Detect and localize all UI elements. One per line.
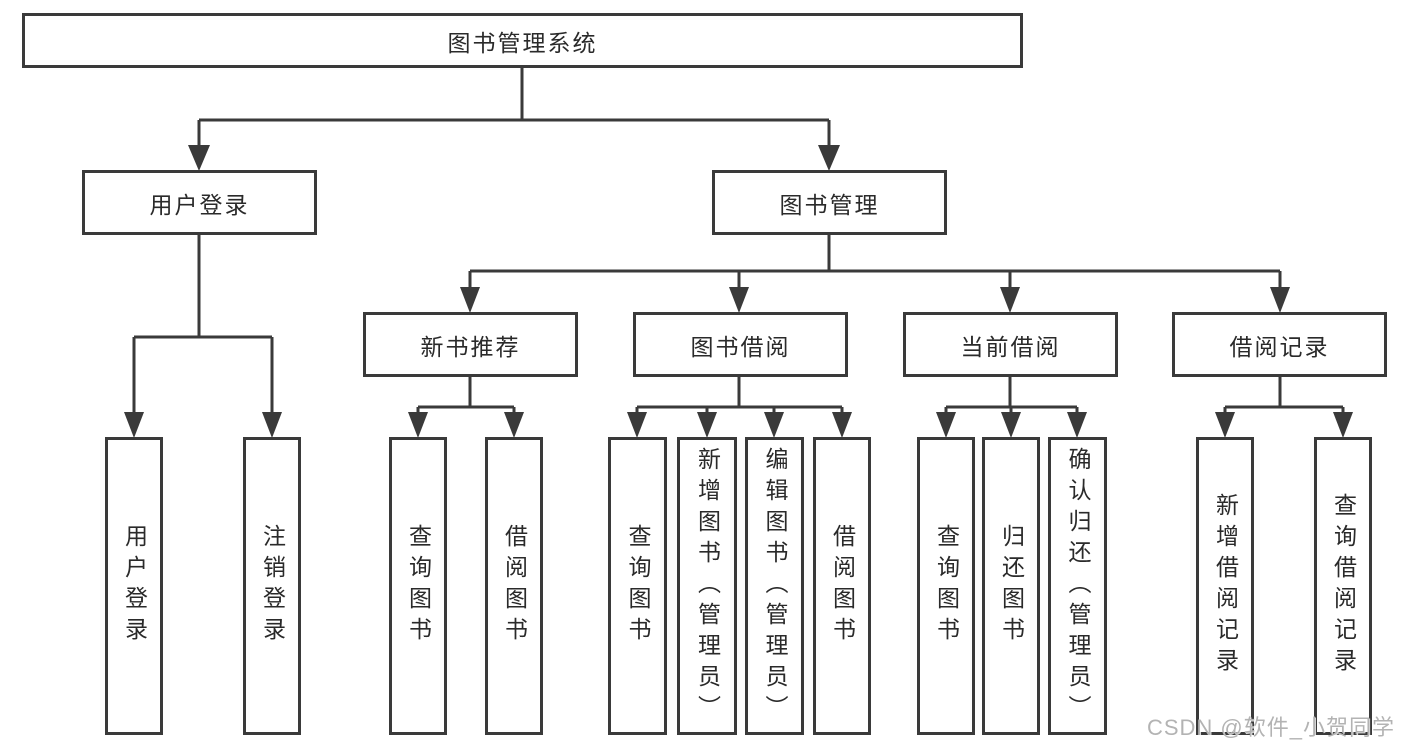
connector-records-to-leaves: [1215, 377, 1353, 438]
leaf-query-books-recommend: 查询图书: [389, 437, 447, 735]
node-new-book-recommendation: 新书推荐: [363, 312, 578, 377]
node-label: 借阅记录: [1229, 333, 1330, 360]
leaf-add-books-admin: 新增图书（管理员）: [677, 437, 737, 735]
leaf-label: 借阅图书: [501, 524, 528, 648]
leaf-label: 用户登录: [121, 524, 148, 648]
leaf-label: 新增借阅记录: [1212, 493, 1239, 679]
leaf-borrow-books-recommend: 借阅图书: [485, 437, 543, 735]
leaf-label: 查询图书: [625, 524, 651, 648]
csdn-watermark: CSDN @软件_小贺同学: [1146, 715, 1395, 740]
connector-root-to-level2: [188, 68, 840, 171]
leaf-label: 借阅图书: [829, 524, 856, 648]
node-root-library-management-system: 图书管理系统: [22, 13, 1023, 68]
leaf-borrow-books-borrowing: 借阅图书: [813, 437, 871, 735]
node-user-login: 用户登录: [82, 170, 317, 235]
connector-newbook-to-leaves: [408, 377, 524, 438]
leaf-label: 归还图书: [998, 524, 1025, 648]
node-label: 新书推荐: [420, 333, 521, 360]
node-book-management: 图书管理: [712, 170, 947, 235]
connector-bookmgmt-to-level3: [460, 235, 1290, 313]
leaf-label: 新增图书（管理员）: [694, 446, 721, 726]
leaf-add-borrowing-record: 新增借阅记录: [1196, 437, 1254, 735]
connector-currentborrow-to-leaves: [936, 377, 1087, 438]
leaf-label: 查询借阅记录: [1330, 493, 1357, 679]
leaf-label: 查询图书: [405, 524, 432, 648]
node-borrowing-records: 借阅记录: [1172, 312, 1387, 377]
node-label: 图书管理系统: [447, 29, 598, 56]
leaf-label: 编辑图书（管理员）: [762, 446, 788, 726]
leaf-edit-books-admin: 编辑图书（管理员）: [745, 437, 804, 735]
node-label: 图书借阅: [690, 333, 791, 360]
leaf-logout-login: 注销登录: [243, 437, 301, 735]
leaf-query-borrowing-record: 查询借阅记录: [1314, 437, 1372, 735]
leaf-label: 确认归还（管理员）: [1065, 446, 1091, 726]
node-label: 图书管理: [779, 191, 880, 218]
leaf-query-books-current: 查询图书: [917, 437, 975, 735]
node-label: 用户登录: [149, 191, 250, 218]
node-label: 当前借阅: [960, 333, 1061, 360]
leaf-label: 注销登录: [259, 524, 286, 648]
leaf-user-login: 用户登录: [105, 437, 163, 735]
node-current-borrowing: 当前借阅: [903, 312, 1118, 377]
node-book-borrowing: 图书借阅: [633, 312, 848, 377]
connector-bookborrow-to-leaves: [627, 377, 852, 438]
leaf-return-books: 归还图书: [982, 437, 1040, 735]
leaf-query-books-borrowing: 查询图书: [608, 437, 667, 735]
leaf-label: 查询图书: [933, 524, 960, 648]
leaf-confirm-return-admin: 确认归还（管理员）: [1048, 437, 1107, 735]
connector-userlogin-to-leaves: [124, 235, 282, 438]
